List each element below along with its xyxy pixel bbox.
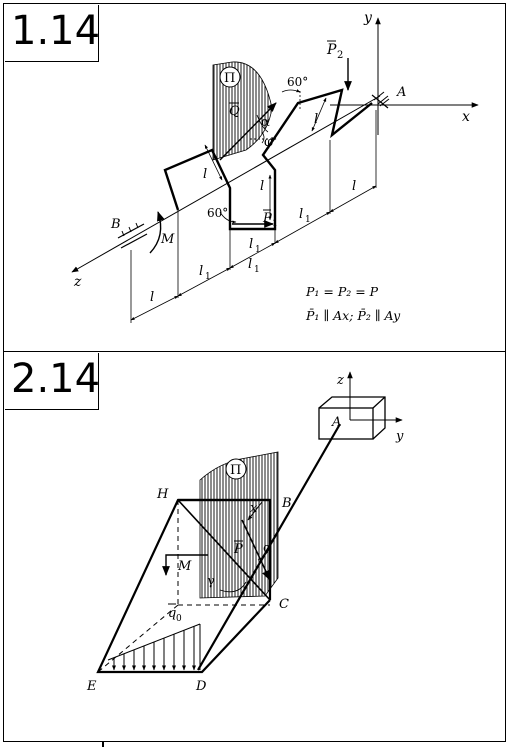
label-b-1: B [110,217,121,232]
svg-text:2: 2 [337,50,343,61]
label-l1-c: l 1 [299,207,311,225]
svg-text:P: P [262,211,272,226]
svg-text:1: 1 [255,245,261,255]
support-a [371,91,390,109]
label-p2: P 2 [326,40,343,61]
svg-text:1: 1 [305,215,311,225]
label-alpha-1: α [261,115,270,130]
label-q: Q [229,102,240,119]
label-l-rod-3: l [314,112,318,127]
section-divider [3,351,506,352]
label-x-1: x [462,109,470,125]
diagram-1-14: y x z A B M Π P 2 P 1 Q α φ 60° 60° l l … [71,10,479,323]
moment-m-1 [149,211,165,254]
svg-text:1: 1 [272,219,278,229]
svg-text:Q: Q [229,104,240,119]
label-l1-b: l 1 [249,237,261,255]
pi-circle-1 [219,66,241,88]
dimension-lines-1 [130,97,377,323]
label-angle-bottom: 60° [207,206,228,220]
label-p1: P 1 [262,209,278,229]
label-l1-d: l 1 [248,257,260,275]
label-angle-top: 60° [287,75,308,89]
bottom-tick [102,742,104,747]
support-b [117,222,148,249]
label-y-1: y [363,10,373,26]
problem-number-1: 1.14 [5,5,100,62]
sheet-frame [3,3,506,742]
angle-arc-bottom [219,211,237,224]
label-m-1: M [160,232,175,247]
svg-text:1: 1 [205,272,211,282]
label-l-dim-2: l [352,179,356,194]
condition-line-2: P̄₁ ∥ Ax; P̄₂ ∥ Ay [305,308,401,323]
label-l-rod-2: l [260,179,264,194]
angle-arc-alpha [256,114,269,133]
frame-structure-1 [163,88,373,231]
svg-text:1: 1 [254,265,260,275]
angle-arc-top [281,89,301,93]
label-l-rod-1: l [203,167,207,182]
force-q [219,102,277,161]
label-l1-a: l 1 [199,264,211,282]
label-phi-1: φ [264,135,273,150]
svg-text:l: l [249,237,253,252]
condition-line-1: P₁ = P₂ = P [305,284,379,299]
angle-arc-phi [261,131,265,144]
label-z-1: z [73,274,82,290]
svg-text:l: l [248,257,252,272]
problem-number-2: 2.14 [5,353,100,410]
axis-z-1 [71,95,381,273]
label-pi-1: Π [224,71,235,86]
label-a-1: A [396,85,406,100]
svg-text:P: P [326,42,337,58]
svg-text:l: l [199,264,203,279]
label-l-dim-1: l [150,290,154,305]
svg-text:l: l [299,207,303,222]
